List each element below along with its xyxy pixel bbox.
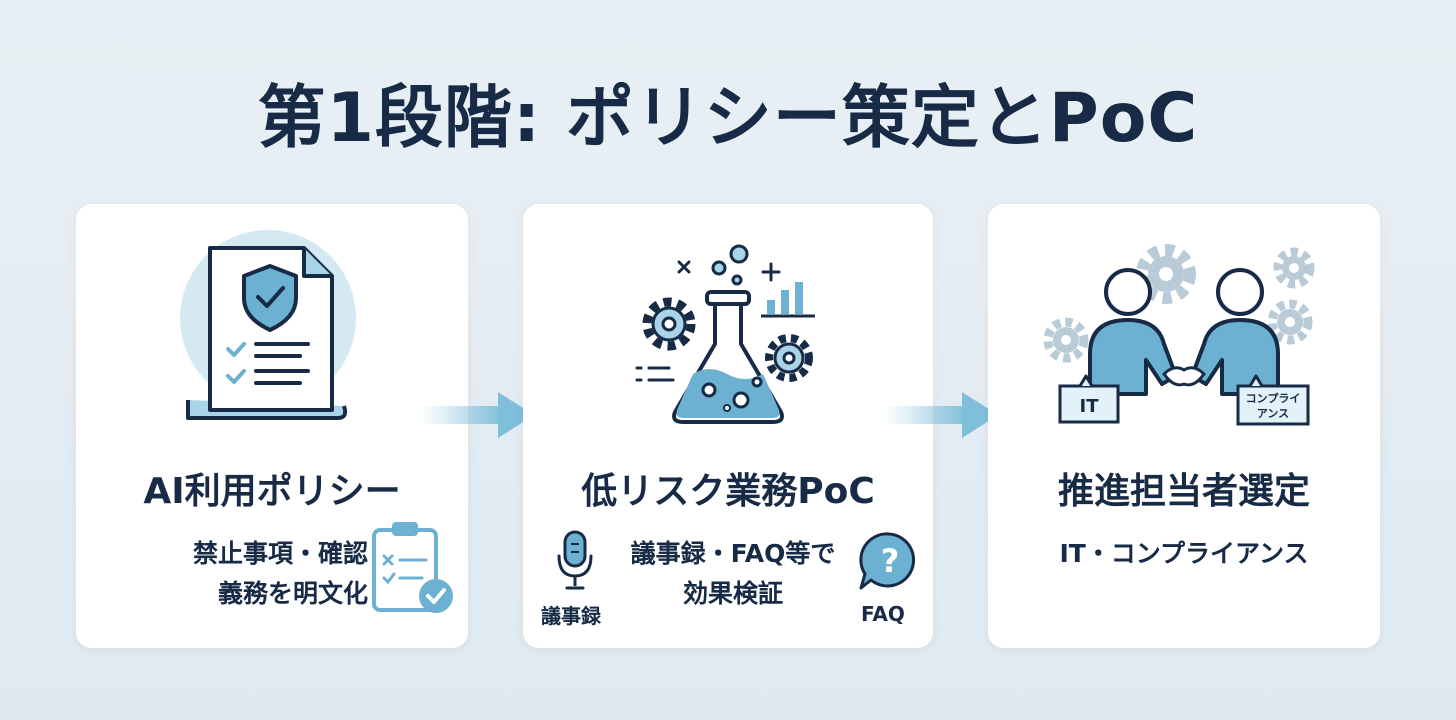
question-bubble-icon: ? bbox=[859, 532, 916, 590]
card-title-low-risk-poc: 低リスク業務PoC bbox=[581, 471, 875, 512]
microphone-icon bbox=[557, 530, 593, 590]
gear-icon bbox=[1267, 299, 1313, 345]
card-select-promoters: IT コンプライ アンス 推進担当者選定 IT・コンプライアンス bbox=[988, 204, 1380, 648]
card-desc-line: 義務を明文化 bbox=[217, 579, 368, 608]
arrow-right-icon bbox=[884, 392, 998, 438]
compliance-badge-label: アンス bbox=[1257, 407, 1289, 420]
it-badge-label: IT bbox=[1080, 396, 1100, 417]
card-desc: IT・コンプライアンス bbox=[1059, 539, 1309, 568]
card-title-ai-policy: AI利用ポリシー bbox=[143, 471, 401, 512]
faq-label: FAQ bbox=[861, 602, 905, 626]
card-desc-line: 効果検証 bbox=[682, 579, 783, 608]
clipboard-check-icon bbox=[372, 522, 453, 613]
gear-icon bbox=[765, 334, 813, 382]
compliance-badge-label: コンプライ bbox=[1246, 391, 1301, 405]
gear-icon bbox=[1043, 317, 1089, 363]
card-low-risk-poc: 低リスク業務PoC 議事録 議事録・FAQ等で 効果検証 ? FAQ bbox=[523, 204, 933, 648]
policy-document-icon bbox=[180, 230, 356, 420]
card-desc-line: 禁止事項・確認 bbox=[192, 539, 368, 568]
flask-experiment-icon bbox=[635, 244, 815, 424]
arrow-right-icon bbox=[420, 392, 534, 438]
card-title-select-promoters: 推進担当者選定 bbox=[1057, 471, 1310, 512]
card-ai-policy: AI利用ポリシー 禁止事項・確認 義務を明文化 bbox=[76, 204, 468, 648]
gear-icon bbox=[1136, 244, 1196, 304]
svg-text:?: ? bbox=[881, 542, 900, 580]
minutes-label: 議事録 bbox=[541, 604, 601, 628]
gear-icon bbox=[1273, 247, 1315, 289]
handshake-people-icon: IT コンプライ アンス bbox=[1043, 244, 1315, 426]
card-desc-line: 議事録・FAQ等で bbox=[630, 539, 836, 568]
gear-icon bbox=[642, 297, 696, 351]
page-title: 第1段階: ポリシー策定とPoC bbox=[257, 79, 1199, 158]
